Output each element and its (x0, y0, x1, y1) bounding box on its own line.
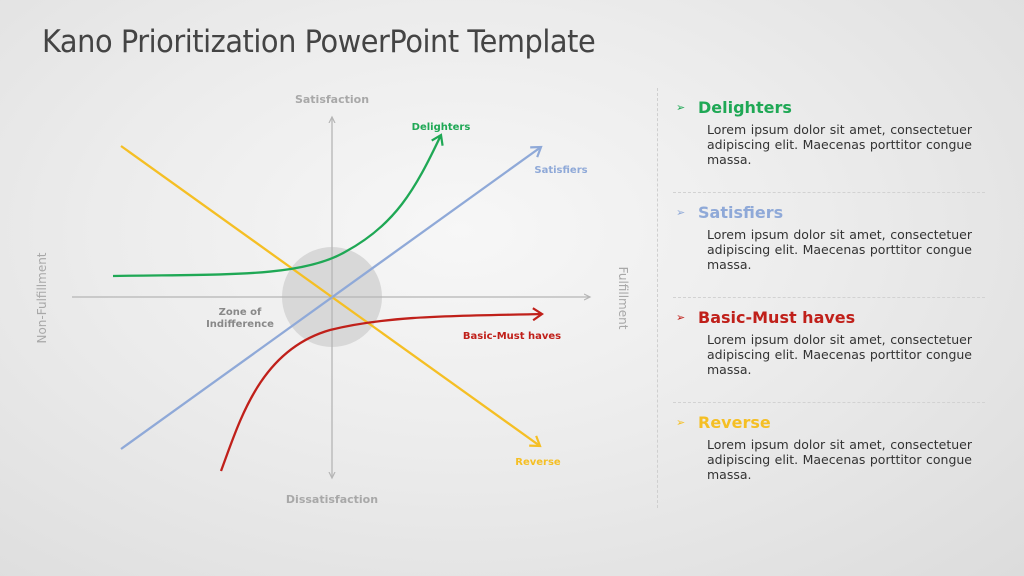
axis-label-dissatisfaction: Dissatisfaction (286, 493, 378, 506)
zone-label-line2: Indifference (206, 319, 274, 330)
reverse-label: Reverse (515, 457, 561, 468)
legend-title: Delighters (698, 97, 792, 117)
axis-label-non-fulfillment: Non-Fulfillment (35, 252, 49, 343)
legend-panel: ➢ Delighters Lorem ipsum dolor sit amet,… (657, 88, 988, 508)
axis-label-fulfillment: Fulfillment (616, 267, 630, 330)
delighters-label: Delighters (412, 122, 471, 133)
divider (673, 192, 985, 193)
reverse-curve (120, 145, 542, 448)
divider (673, 297, 985, 298)
legend-title: Reverse (698, 412, 771, 432)
axis-label-satisfaction: Satisfaction (295, 93, 369, 106)
legend-body: Lorem ipsum dolor sit amet, consectetuer… (707, 437, 972, 482)
legend-item-basic-must-haves: ➢ Basic-Must haves Lorem ipsum dolor sit… (676, 306, 972, 378)
legend-item-satisfiers: ➢ Satisfiers Lorem ipsum dolor sit amet,… (676, 201, 972, 273)
legend-body: Lorem ipsum dolor sit amet, consectetuer… (707, 332, 972, 377)
legend-body: Lorem ipsum dolor sit amet, consectetuer… (707, 227, 972, 272)
satisfiers-curve (120, 145, 543, 450)
slide-title: Kano Prioritization PowerPoint Template (42, 24, 596, 60)
legend-item-reverse: ➢ Reverse Lorem ipsum dolor sit amet, co… (676, 411, 972, 483)
legend-item-delighters: ➢ Delighters Lorem ipsum dolor sit amet,… (676, 96, 972, 168)
arrow-bullet-icon: ➢ (676, 310, 686, 324)
basic-must-haves-curve (219, 307, 544, 472)
arrow-bullet-icon: ➢ (676, 415, 686, 429)
zone-label-line1: Zone of (219, 307, 262, 318)
divider (673, 402, 985, 403)
legend-body: Lorem ipsum dolor sit amet, consectetuer… (707, 122, 972, 167)
arrow-bullet-icon: ➢ (676, 100, 686, 114)
legend-title: Basic-Must haves (698, 307, 856, 327)
arrow-bullet-icon: ➢ (676, 205, 686, 219)
legend-title: Satisfiers (698, 202, 784, 222)
basic-must-haves-label: Basic-Must haves (463, 331, 561, 342)
delighters-curve (112, 133, 444, 278)
satisfiers-label: Satisfiers (534, 165, 587, 176)
